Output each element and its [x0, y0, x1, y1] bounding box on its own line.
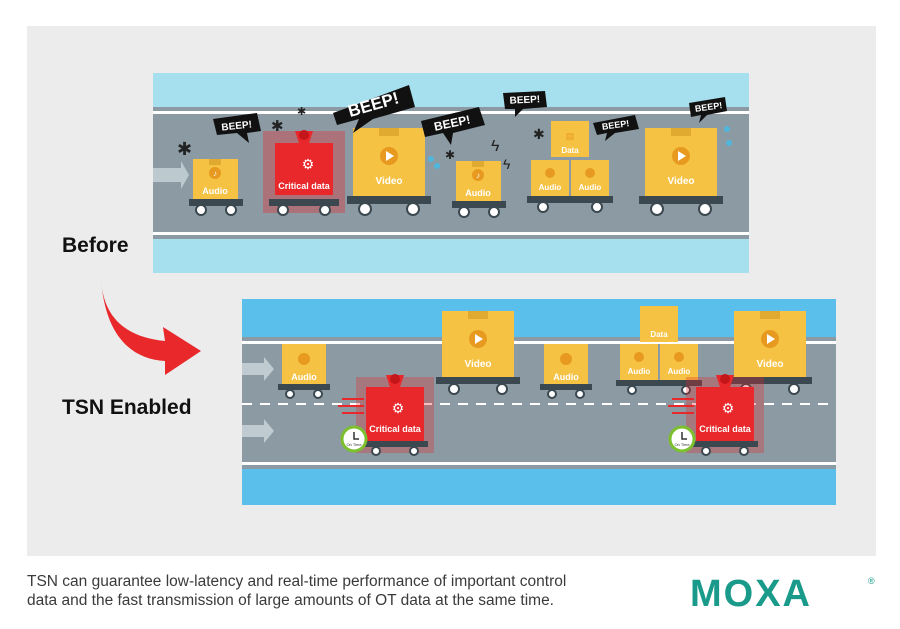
svg-text:BEEP!: BEEP! — [509, 94, 540, 107]
critical-data-cart: ⚙ Critical data — [263, 130, 345, 216]
box-label-video: Video — [756, 359, 783, 370]
svg-text:♪: ♪ — [213, 169, 217, 178]
box-label-audio: Audio — [202, 186, 228, 196]
moxa-logo-text: MOXA — [690, 573, 812, 612]
box-label-audio: Audio — [579, 183, 602, 192]
beep-bubble: BEEP! — [689, 97, 727, 123]
label-before: Before — [62, 234, 129, 257]
flow-arrow-icon — [242, 357, 274, 381]
caption: TSN can guarantee low-latency and real-t… — [27, 572, 667, 610]
spark-icon: ✱ — [271, 118, 284, 135]
box-label-data: Data — [650, 330, 668, 339]
box-label-critical: Critical data — [699, 424, 752, 434]
beep-bubble: BEEP! — [503, 91, 547, 117]
registered-mark: ® — [868, 576, 875, 586]
tsn-scene: Audio Video Audio Data Audio Audio — [242, 299, 836, 505]
caption-line-1: TSN can guarantee low-latency and real-t… — [27, 573, 567, 590]
video-cart: Video — [728, 311, 812, 395]
transition-arrow-icon — [101, 279, 201, 375]
beep-bubble: BEEP! — [593, 115, 639, 141]
audio-cart: ♪ Audio — [452, 161, 506, 218]
box-label-data: Data — [561, 146, 579, 155]
svg-text:▤: ▤ — [566, 131, 575, 141]
video-cart: Video — [347, 128, 431, 216]
video-cart: Video — [436, 311, 520, 395]
before-scene: ♪ Audio ⚙ Critical data Video ♪ Audio — [153, 73, 749, 273]
drop-icon — [434, 163, 440, 169]
beep-bubble: BEEP! — [213, 113, 261, 143]
flow-arrow-icon — [242, 419, 274, 443]
critical-data-cart: ⚙ Critical data On Time — [668, 374, 764, 456]
box-label-audio: Audio — [628, 367, 651, 376]
spark-icon: ✱ — [533, 126, 545, 142]
svg-text:BEEP!: BEEP! — [601, 118, 630, 132]
on-time-badge: On Time — [674, 442, 690, 447]
svg-text:BEEP!: BEEP! — [221, 119, 253, 133]
spark-icon: ✱ — [297, 106, 306, 118]
critical-data-cart: ⚙ Critical data On Time — [338, 374, 434, 456]
spark-icon: ✱ — [177, 139, 192, 159]
svg-text:BEEP!: BEEP! — [694, 100, 723, 114]
audio-cart: Audio — [540, 344, 592, 399]
gear-icon: ⚙ — [392, 400, 405, 416]
audio-cart: Audio — [278, 344, 330, 399]
beep-bubble: BEEP! — [421, 107, 485, 145]
svg-text:♪: ♪ — [476, 171, 480, 180]
box-label-audio: Audio — [539, 183, 562, 192]
stacked-cart: Data Audio Audio — [616, 306, 702, 395]
moxa-logo: MOXA ® — [690, 573, 875, 612]
video-cart: Video — [639, 128, 723, 216]
on-time-badge: On Time — [346, 442, 362, 447]
caption-line-2: data and the fast transmission of large … — [27, 592, 554, 609]
box-label-audio: Audio — [291, 372, 317, 382]
box-label-audio: Audio — [465, 188, 491, 198]
box-label-critical: Critical data — [369, 424, 422, 434]
label-tsn-enabled: TSN Enabled — [62, 396, 192, 419]
box-label-audio: Audio — [668, 367, 691, 376]
drop-icon — [726, 140, 732, 146]
box-label-audio: Audio — [553, 372, 579, 382]
audio-cart: ♪ Audio — [189, 159, 243, 216]
gear-icon: ⚙ — [722, 400, 735, 416]
lightning-icon: ϟ — [503, 156, 511, 172]
spark-icon: ✱ — [445, 148, 455, 162]
lightning-icon: ϟ — [491, 138, 500, 155]
drop-icon — [724, 126, 730, 132]
box-label-video: Video — [667, 176, 694, 187]
flow-arrow-icon — [153, 161, 189, 189]
box-label-critical: Critical data — [278, 181, 331, 191]
box-label-video: Video — [375, 176, 402, 187]
gear-icon: ⚙ — [302, 156, 315, 172]
box-label-video: Video — [464, 359, 491, 370]
drop-icon — [428, 156, 434, 162]
stacked-cart: ▤ Data Audio Audio — [527, 121, 613, 213]
